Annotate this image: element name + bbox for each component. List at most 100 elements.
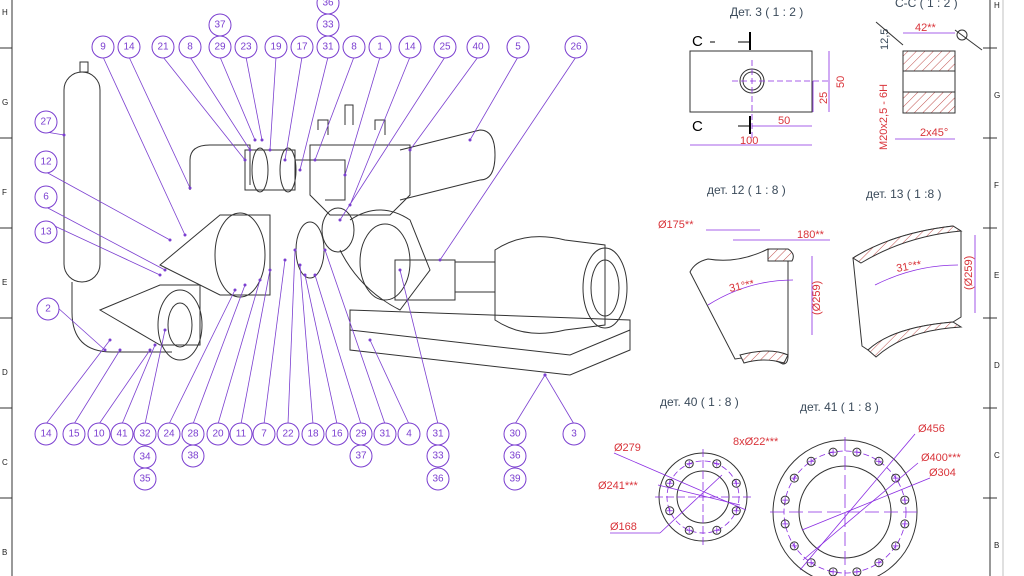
item-balloon: 20 (206, 422, 230, 446)
item-balloon: 9 (91, 35, 115, 59)
balloon-number: 17 (296, 42, 308, 53)
leader-line (314, 274, 362, 425)
detail-12-title: дет. 12 ( 1 : 8 ) (707, 183, 786, 197)
leader-line (369, 339, 410, 425)
item-balloon: 22 (276, 422, 300, 446)
item-balloon: 31 (316, 35, 340, 59)
leader-line (344, 56, 381, 176)
dim-d241: Ø241*** (598, 480, 638, 492)
balloon-number: 9 (100, 42, 106, 53)
thread-spec: M20x2,5 - 6H (878, 84, 890, 150)
bolt-hole (874, 558, 884, 568)
item-balloon: 36 (316, 0, 340, 15)
item-balloon: 41 (110, 422, 134, 446)
balloon-number: 40 (472, 42, 484, 53)
pump-assembly-view (63, 61, 631, 376)
item-balloon: 33 (316, 13, 340, 37)
item-balloon: 11 (229, 422, 253, 446)
dim-angle-31: 31°** (895, 259, 923, 275)
detail-13-view: дет. 13 ( 1 :8 ) (Ø259) 31°** (852, 187, 976, 358)
balloon-number: 6 (43, 192, 49, 203)
leader-line (219, 56, 256, 141)
balloon-number: 36 (509, 451, 521, 462)
balloon-number: 31 (322, 42, 334, 53)
leader-line (128, 56, 191, 189)
leader-line (217, 279, 261, 425)
detail-3-view: Дет. 3 ( 1 : 2 ) C C 100 50 50 25 (689, 5, 847, 147)
zone-letter: C (994, 451, 1000, 460)
dim-height: 50 (835, 76, 847, 88)
item-balloon: 30 (503, 422, 527, 446)
bolt-hole (891, 541, 901, 551)
item-balloon: 31 (426, 422, 450, 446)
balloon-number: 33 (322, 20, 334, 31)
detail-40-view: дет. 40 ( 1 : 8 ) Ø279 8xØ22*** Ø241*** … (598, 395, 779, 545)
item-balloon: 8 (178, 35, 202, 59)
item-balloon: 7 (252, 422, 276, 446)
leader-line (45, 171, 171, 241)
bolt-hole (712, 459, 722, 469)
leader-line (284, 56, 303, 161)
pipe-section (159, 214, 271, 296)
balloon-number: 35 (139, 474, 151, 485)
detail-41-title: дет. 41 ( 1 : 8 ) (800, 400, 879, 414)
bolt-hole (684, 459, 694, 469)
leader-line (45, 221, 161, 276)
dim-width: 100 (740, 135, 758, 147)
item-balloon: 8 (342, 35, 366, 59)
item-balloon: 13 (34, 220, 58, 244)
leader-line (409, 56, 479, 151)
bolt-hole (731, 478, 741, 488)
balloon-number: 27 (40, 117, 52, 128)
leader-line (349, 56, 411, 206)
zone-letter: C (2, 458, 8, 467)
leader-line (514, 374, 546, 425)
item-balloon: 16 (325, 422, 349, 446)
item-balloon: 24 (157, 422, 181, 446)
item-balloon: 18 (301, 422, 325, 446)
bolt-hole (852, 447, 862, 457)
detail-40-title: дет. 40 ( 1 : 8 ) (660, 395, 739, 409)
detail-41-view: дет. 41 ( 1 : 8 ) Ø456 Ø400*** Ø304 (770, 400, 961, 576)
zone-letter: E (994, 271, 999, 280)
detail-12-view: дет. 12 ( 1 : 8 ) Ø175** 180** (Ø259) 31… (658, 183, 830, 365)
bolt-hole (806, 558, 816, 568)
zone-letter: D (994, 361, 1000, 370)
item-balloon: 28 (181, 422, 205, 446)
pump-volute (359, 223, 411, 301)
chamfer-spec: 2x45° (920, 127, 948, 139)
item-balloon: 12 (34, 150, 58, 174)
balloon-number: 23 (240, 42, 252, 53)
item-balloon: 33 (426, 444, 450, 468)
bolt-hole (789, 473, 799, 483)
elbow-pipe (71, 282, 172, 353)
item-balloon: 23 (234, 35, 258, 59)
item-balloon: 6 (34, 185, 58, 209)
leader-line (469, 56, 519, 141)
leader-line (299, 56, 329, 171)
item-balloon: 27 (34, 110, 58, 134)
balloon-number: 22 (282, 429, 294, 440)
leader-line (102, 56, 186, 236)
balloon-number: 18 (307, 429, 319, 440)
leader-line (324, 249, 386, 425)
balloon-number: 31 (379, 429, 391, 440)
balloon-number: 39 (509, 474, 521, 485)
item-balloon: 10 (87, 422, 111, 446)
leader-line (304, 274, 338, 425)
leader-line (263, 259, 286, 425)
balloon-number: 37 (355, 451, 367, 462)
leader-line (439, 56, 577, 261)
dim-d168: Ø168 (610, 521, 637, 533)
dim-width-42: 42** (915, 22, 937, 34)
dim-hole-y: 25 (818, 92, 830, 104)
item-balloon: 21 (151, 35, 175, 59)
balloon-number: 36 (322, 0, 334, 9)
balloon-number: 3 (571, 429, 577, 440)
leader-line (314, 56, 355, 161)
bolt-hole (780, 495, 790, 505)
balloon-number: 8 (187, 42, 193, 53)
bolt-hole (712, 525, 722, 535)
dim-d456: Ø456 (918, 423, 945, 435)
